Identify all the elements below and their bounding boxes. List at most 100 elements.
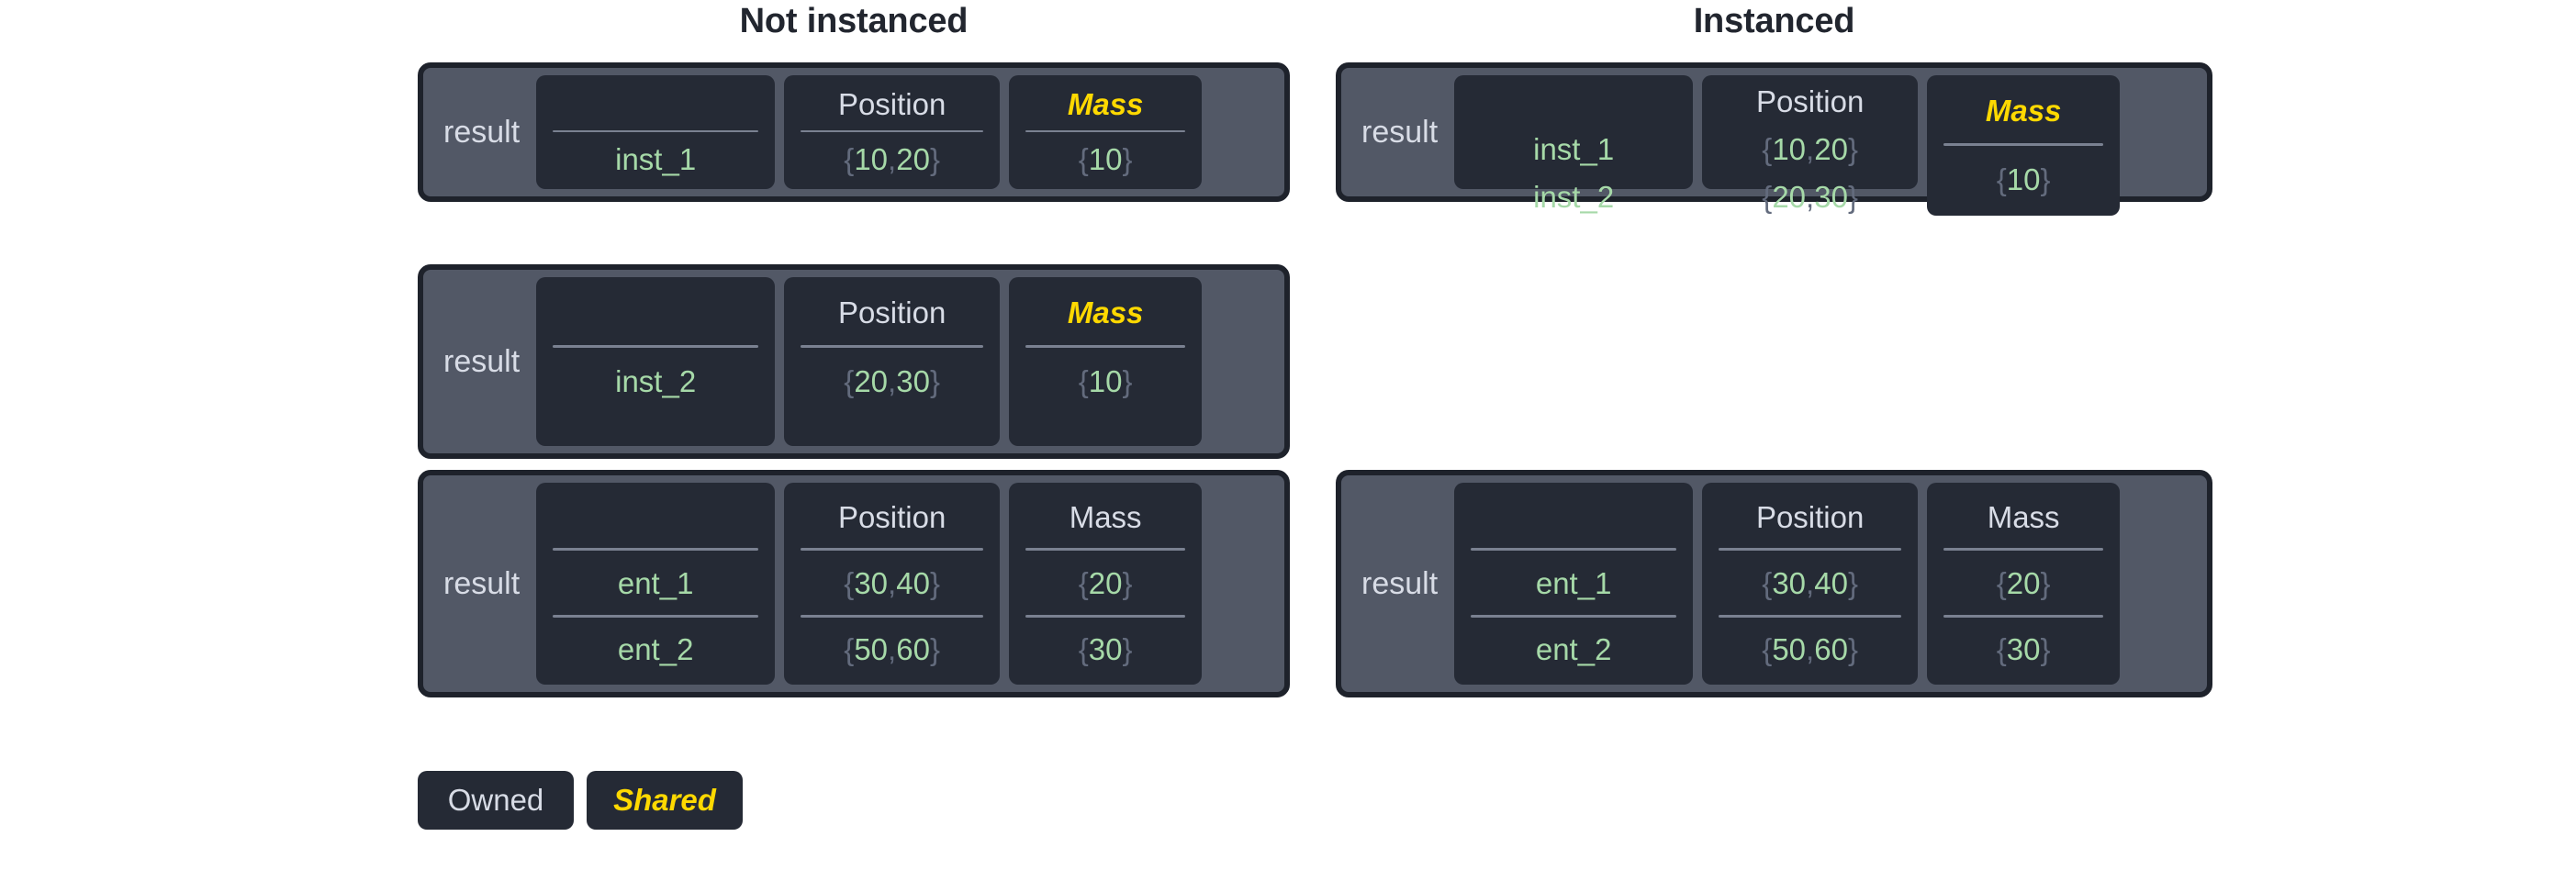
column-title-not-instanced: Not instanced: [739, 2, 969, 40]
brace-glyph: {: [1996, 162, 2007, 196]
value-cell: {30}: [1078, 632, 1133, 667]
separator-rule: [1719, 614, 1902, 618]
value-cell: {50, 60}: [1762, 632, 1858, 667]
value-cell: {50, 60}: [844, 632, 940, 667]
separator-rule: [801, 548, 984, 552]
column-position: Position {10, 20}: [784, 75, 1001, 189]
value-cell: {10, 20}: [1762, 132, 1858, 166]
separator-rule: [1471, 548, 1677, 552]
column-mass: Mass {10}: [1009, 277, 1203, 446]
brace-glyph: {: [1078, 632, 1089, 667]
value-cell: {10}: [1996, 162, 2051, 196]
comma-glyph: ,: [888, 632, 897, 667]
legend-chip-owned: Owned: [418, 771, 574, 830]
comma-glyph: ,: [1806, 565, 1815, 600]
result-label: result: [443, 343, 521, 379]
separator-rule: [1025, 548, 1186, 552]
comma-glyph: ,: [1806, 132, 1815, 166]
separator-rule: [1719, 548, 1902, 552]
column-header: Mass: [1985, 94, 2062, 128]
brace-glyph: {: [1762, 565, 1773, 600]
value-cell: inst_1: [615, 142, 697, 177]
separator-rule: [1025, 614, 1186, 618]
separator-rule: [801, 345, 984, 348]
separator-rule: [801, 614, 984, 618]
brace-glyph: }: [929, 632, 940, 667]
value-cell: ent_1: [617, 565, 694, 600]
result-label: result: [1361, 565, 1439, 601]
value-cell: {20, 30}: [844, 364, 940, 398]
column-header: [1454, 84, 1693, 119]
column-header: Position: [837, 499, 946, 534]
column-header: Mass: [1067, 86, 1144, 121]
brace-glyph: {: [1996, 565, 2007, 600]
brace-glyph: {: [1762, 132, 1773, 166]
column-id: inst_1: [536, 75, 776, 189]
column-header: [536, 492, 775, 542]
comma-glyph: ,: [1806, 632, 1815, 667]
column-mass: Mass{20}{30}: [1927, 483, 2121, 685]
separator-rule: [553, 345, 759, 348]
column-id: ent_1 ent_2: [536, 483, 776, 685]
value-cell: {20}: [1996, 565, 2051, 600]
column-header: [536, 84, 775, 125]
value-cell: inst_1: [1533, 132, 1615, 166]
brace-glyph: {: [1996, 632, 2007, 667]
column-header: Mass: [1067, 296, 1144, 329]
column-group: inst_2 Position {20, 30} Mass {10}: [536, 277, 1277, 446]
value-cell: inst_2: [615, 364, 697, 398]
brace-glyph: }: [1122, 565, 1133, 600]
brace-glyph: {: [1762, 632, 1773, 667]
value-cell: ent_2: [1535, 632, 1612, 667]
column-id: ent_1 ent_2: [1454, 483, 1694, 685]
column-header: [536, 286, 775, 340]
column-header: Position: [837, 86, 946, 121]
value-cell: ent_2: [617, 632, 694, 667]
result-label: result: [443, 565, 521, 601]
legend: Owned Shared: [418, 771, 743, 830]
column-header: Mass: [1069, 499, 1142, 534]
value-cell: {10}: [1078, 364, 1133, 398]
column-header: [1454, 492, 1693, 542]
brace-glyph: }: [2040, 162, 2051, 196]
column-position: Position {20, 30}: [784, 277, 1001, 446]
legend-chip-shared: Shared: [587, 771, 743, 830]
brace-glyph: }: [1847, 180, 1858, 214]
column-header: Position: [1755, 84, 1865, 118]
column-group: inst_1 Position {10, 20} Mass {10}: [536, 75, 1277, 189]
brace-glyph: {: [844, 565, 855, 600]
column-id: inst_2: [536, 277, 776, 446]
separator-rule: [1471, 614, 1677, 618]
value-cell: {20, 30}: [1762, 180, 1858, 214]
brace-glyph: }: [1122, 142, 1133, 177]
separator-rule: [1025, 129, 1186, 133]
brace-glyph: }: [929, 565, 940, 600]
value-cell: {10}: [1078, 142, 1133, 177]
separator-rule: [1025, 345, 1186, 348]
separator-rule: [553, 614, 759, 618]
separator-rule: [1943, 143, 2104, 146]
separator-rule: [553, 548, 759, 552]
brace-glyph: }: [929, 142, 940, 177]
value-cell: {30, 40}: [844, 565, 940, 600]
brace-glyph: {: [1078, 364, 1089, 398]
column-position: Position {10, 20} {20, 30}: [1702, 75, 1919, 214]
column-header: Position: [837, 296, 946, 329]
result-panel: result ent_1 ent_2 Position {30, 40} {50, 60…: [418, 470, 1290, 697]
brace-glyph: }: [1847, 565, 1858, 600]
value-cell: {30, 40}: [1762, 565, 1858, 600]
result-panel: result inst_2 Position {20, 30} Mass {10}: [418, 264, 1290, 459]
separator-rule: [801, 129, 984, 133]
result-label: result: [1361, 114, 1439, 150]
brace-glyph: {: [844, 364, 855, 398]
value-cell: {30}: [1996, 632, 2051, 667]
value-cell: ent_1: [1535, 565, 1612, 600]
value-cell: {10, 20}: [844, 142, 940, 177]
comma-glyph: ,: [888, 364, 897, 398]
brace-glyph: }: [1122, 364, 1133, 398]
column-mass: Mass{20}{30}: [1009, 483, 1203, 685]
